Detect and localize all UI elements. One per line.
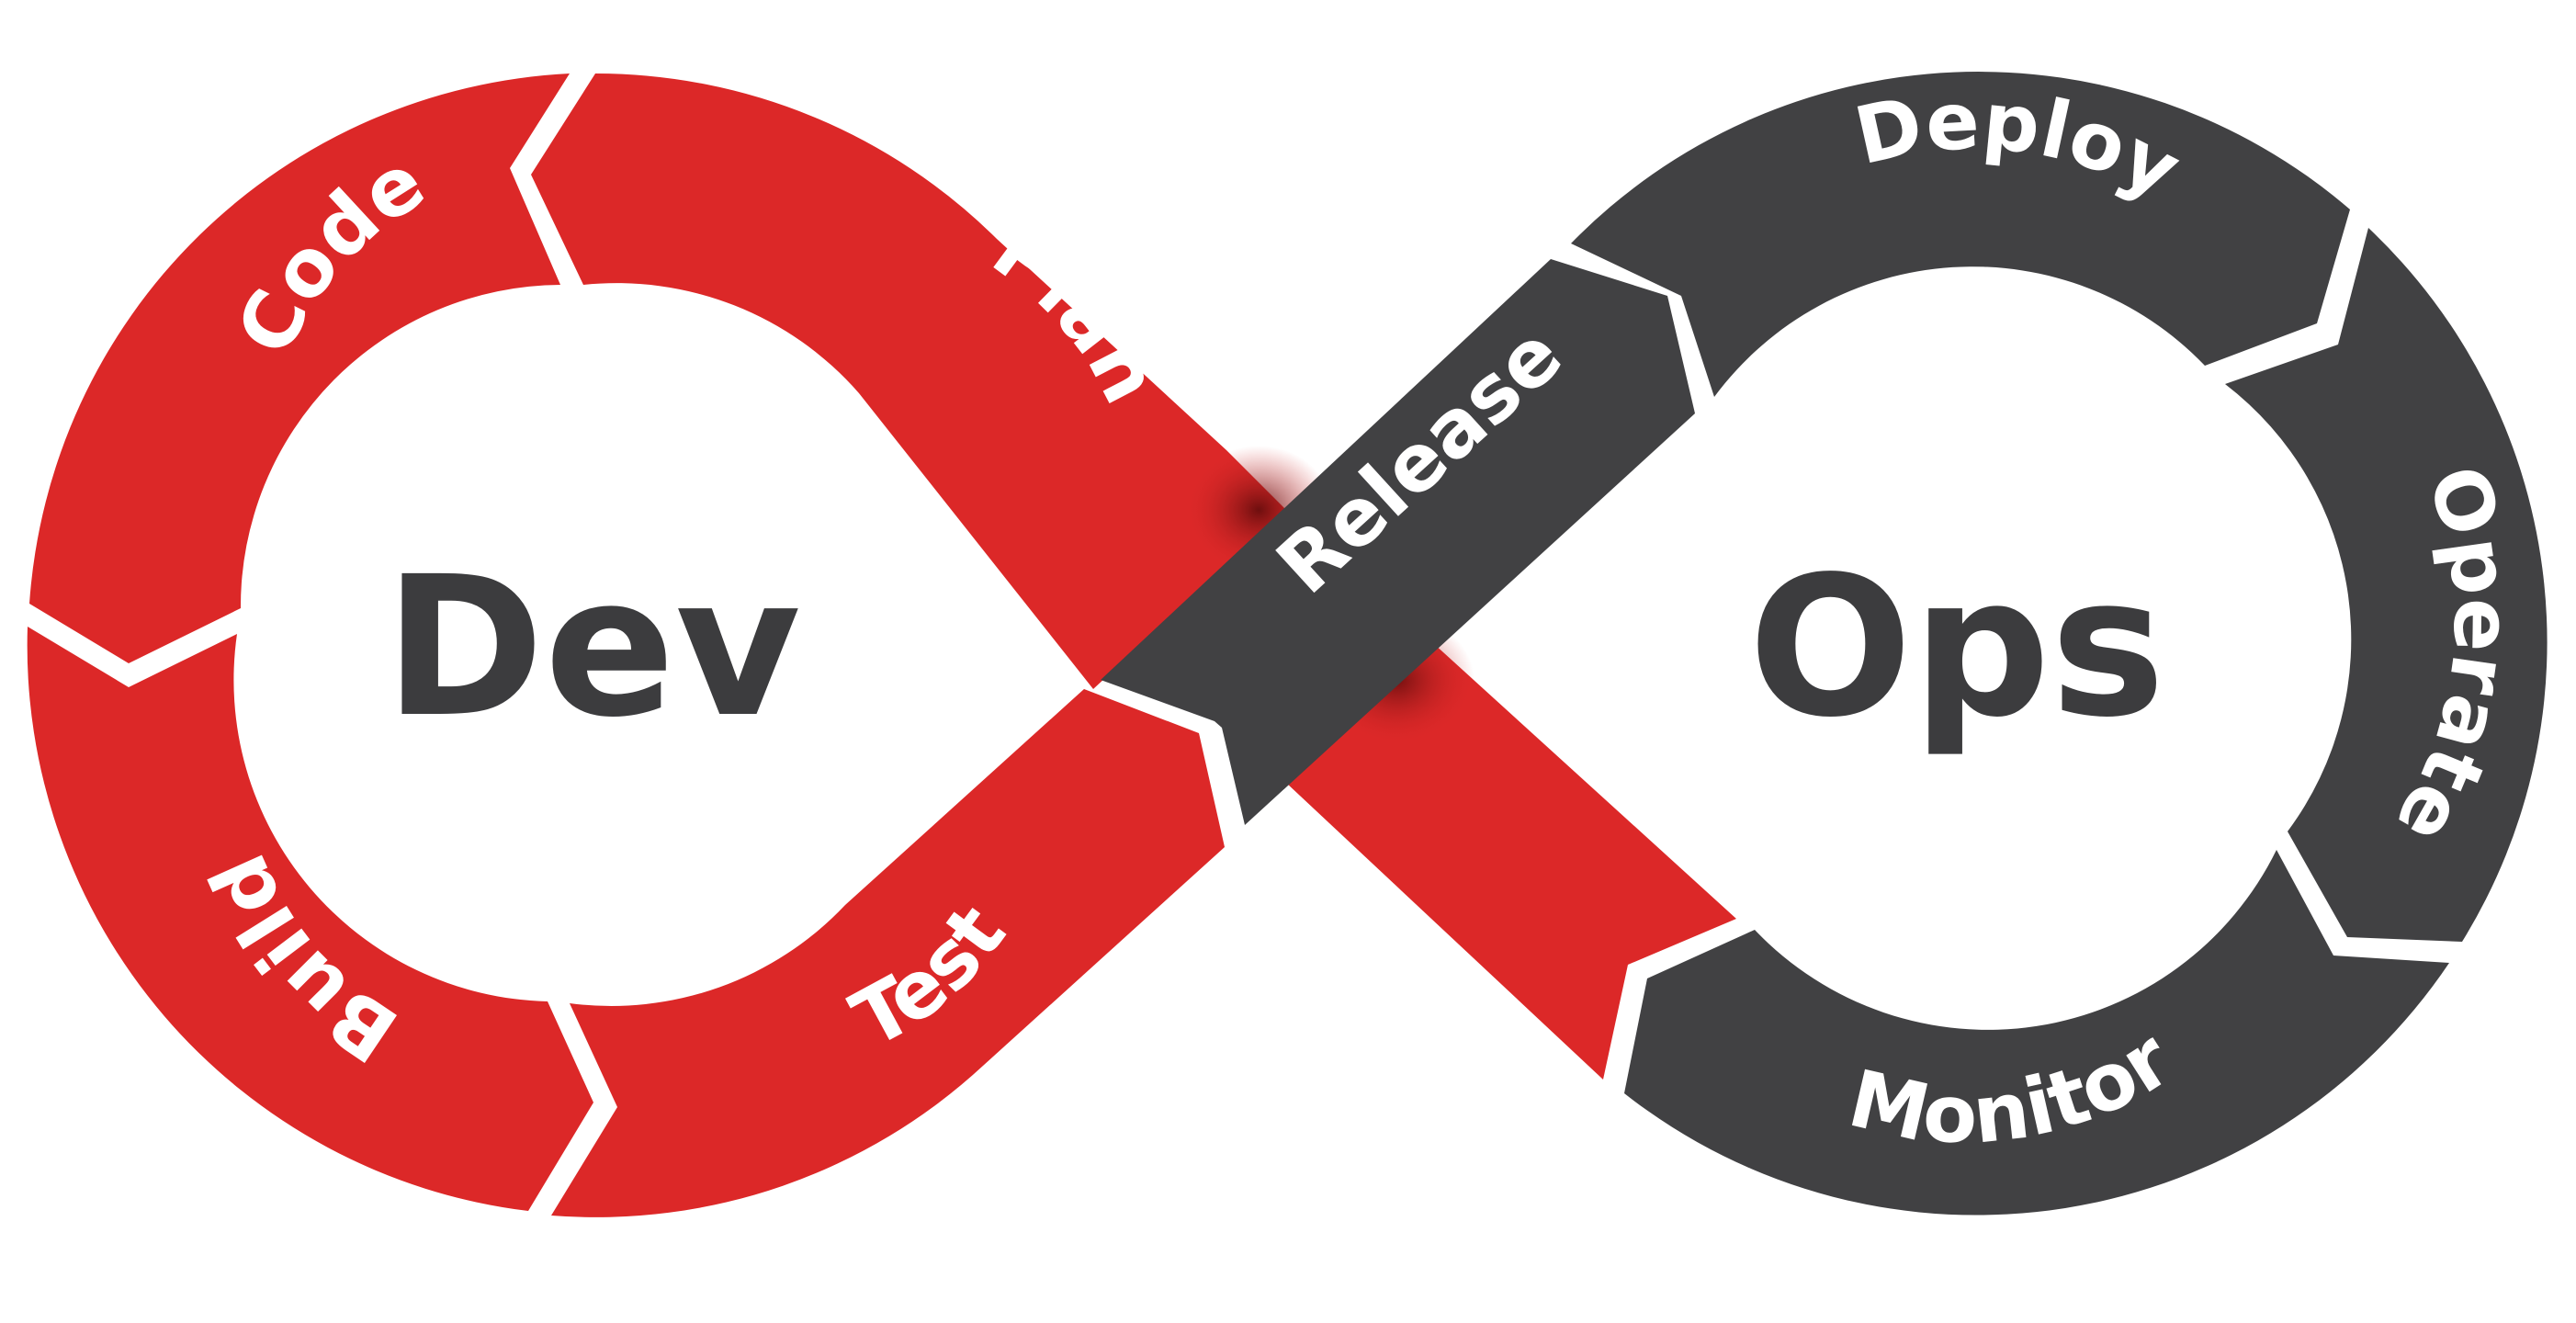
deploy-segment	[1571, 72, 2350, 397]
code-segment	[29, 74, 570, 663]
plan-segment	[531, 73, 1286, 689]
release-segment	[1101, 259, 1695, 825]
monitor-segment	[1624, 850, 2449, 1216]
ops-loop	[1101, 72, 2548, 1216]
build-segment	[27, 627, 594, 1211]
dev-loop	[27, 73, 1736, 1217]
operate-segment	[2225, 228, 2548, 942]
test-segment	[551, 689, 1225, 1217]
ops-label: Ops	[1748, 535, 2165, 760]
dev-label: Dev	[384, 535, 801, 760]
dev-diagonal-segment	[1286, 643, 1736, 1080]
